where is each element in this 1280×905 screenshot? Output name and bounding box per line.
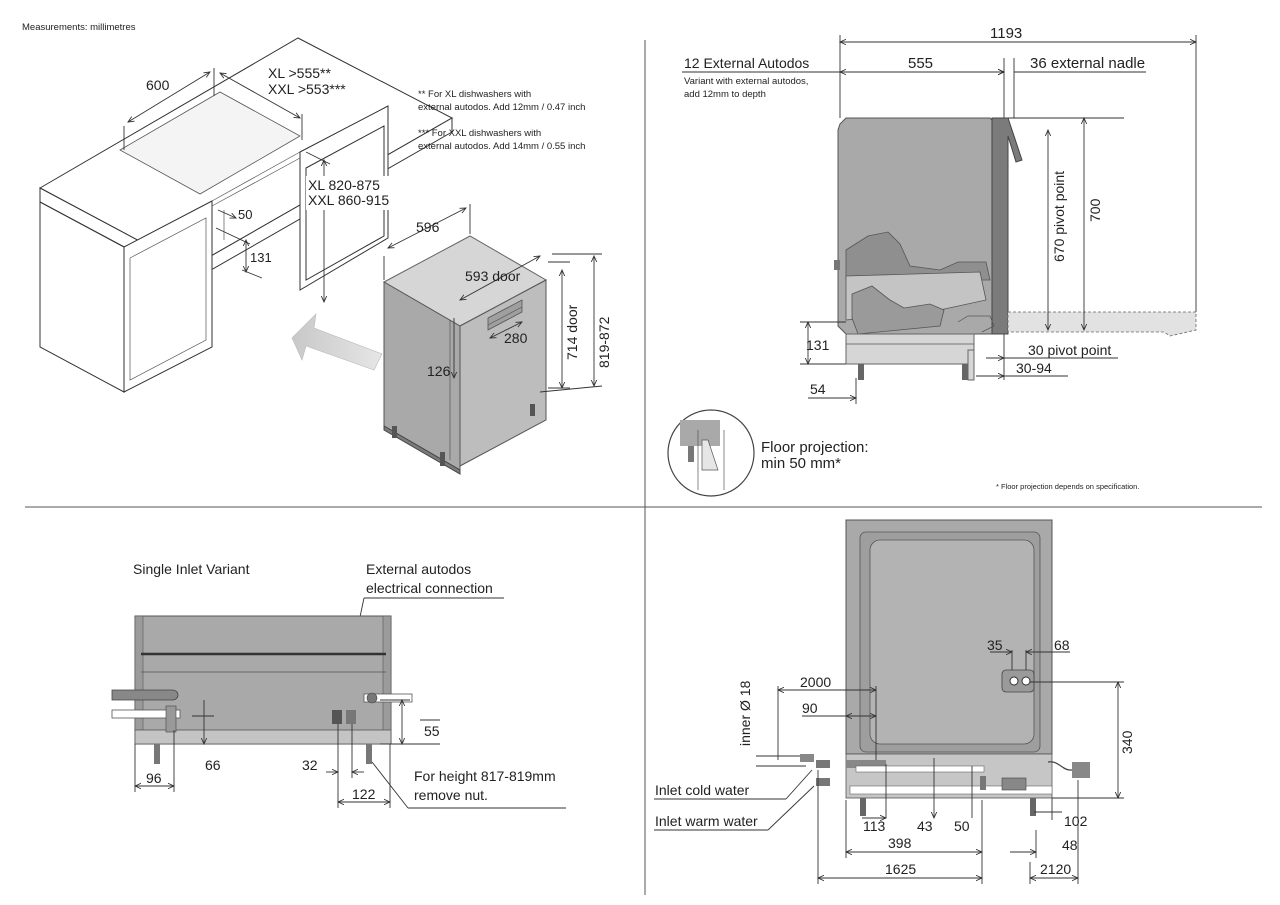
dim-600-label: 600 <box>146 77 170 93</box>
plinth-131-side-label: 131 <box>806 337 830 353</box>
d96-label: 96 <box>146 770 162 786</box>
d55-label: 55 <box>424 723 440 739</box>
width-596-label: 596 <box>416 219 440 235</box>
d1625-label: 1625 <box>885 861 916 877</box>
nut-note-line1: For height 817-819mm <box>414 768 556 784</box>
xxl-note-line1: *** For XXL dishwashers with <box>418 128 541 139</box>
range-30-94-label: 30-94 <box>1016 360 1052 376</box>
inlet-warm-label: Inlet warm water <box>655 813 758 829</box>
offset-126-label: 126 <box>427 363 451 379</box>
depth-1193-label: 1193 <box>990 25 1022 42</box>
dim-bottom-left: 55 66 96 32 122 For height 817-819mm rem… <box>135 700 566 809</box>
autodos-note-2: add 12mm to depth <box>684 89 766 100</box>
d122-label: 122 <box>352 786 376 802</box>
dim-height-xl: XL 820-875 XXL 860-915 <box>305 151 396 302</box>
plinth-131-label: 131 <box>250 250 272 265</box>
d48-label: 48 <box>1062 837 1078 853</box>
xl-note-line2: external autodos. Add 12mm / 0.47 inch <box>418 102 585 113</box>
d35-label: 35 <box>987 637 1003 653</box>
pivot-30-label: 30 pivot point <box>1028 342 1111 358</box>
dim-bottom-right: 35 68 340 2000 90 inner Ø 18 Inlet cold … <box>654 637 1135 884</box>
xl-note-line1: ** For XL dishwashers with <box>418 89 531 100</box>
foot-54-label: 54 <box>810 381 826 397</box>
d90-label: 90 <box>802 700 818 716</box>
d2000-label: 2000 <box>800 674 831 690</box>
floor-projection-line2: min 50 mm* <box>761 455 841 472</box>
back-view <box>845 519 1090 816</box>
autodos-title: 12 External Autodos <box>684 55 809 71</box>
door-714-label: 714 door <box>564 304 580 360</box>
inlet-cold-label: Inlet cold water <box>655 782 749 798</box>
d113-label: 113 <box>863 818 886 834</box>
ext-autodos-line2: electrical connection <box>366 580 493 596</box>
d102-label: 102 <box>1064 813 1088 829</box>
handle-280-label: 280 <box>504 330 528 346</box>
dim-total-depth-1193: 1193 <box>840 25 1196 312</box>
dim-gap-50: 50 131 <box>215 207 272 279</box>
d66-label: 66 <box>205 757 221 773</box>
autodos-note-1: Variant with external autodos, <box>684 76 808 87</box>
d32-label: 32 <box>302 757 318 773</box>
dim-width-600: 600 <box>123 68 215 150</box>
insert-direction-arrow <box>291 313 383 371</box>
xxl-depth-label: XXL >553*** <box>268 81 346 97</box>
dishwasher-side-view <box>834 117 1197 381</box>
d340-label: 340 <box>1119 730 1135 754</box>
external-autodos-note: 12 External Autodos Variant with externa… <box>682 55 840 100</box>
d43-label: 43 <box>917 818 933 834</box>
d50-label: 50 <box>954 818 970 834</box>
dim-depth-555: 555 36 external nadle <box>840 55 1146 118</box>
dim-side-heights: 670 pivot point 700 131 54 30 pivot poin… <box>800 118 1124 404</box>
floor-projection-detail: Floor projection: min 50 mm* * Floor pro… <box>667 409 1139 497</box>
xxl-height-label: XXL 860-915 <box>308 192 389 208</box>
height-700-label: 700 <box>1087 198 1103 222</box>
nut-note-line2: remove nut. <box>414 787 488 803</box>
d2120-label: 2120 <box>1040 861 1071 877</box>
pivot-670-label: 670 pivot point <box>1051 171 1067 262</box>
height-819-872-label: 819-872 <box>596 316 612 368</box>
xl-height-label: XL 820-875 <box>308 177 380 193</box>
gap-50-label: 50 <box>238 207 252 222</box>
door-593-label: 593 door <box>465 268 521 284</box>
floor-projection-footnote: * Floor projection depends on specificat… <box>996 482 1139 491</box>
d68-label: 68 <box>1054 637 1070 653</box>
xxl-note-line2: external autodos. Add 14mm / 0.55 inch <box>418 141 585 152</box>
dim-dishwasher-iso: 596 593 door 714 door 819-872 280 126 <box>383 204 612 393</box>
nadle-36-label: 36 external nadle <box>1030 55 1145 72</box>
depth-555-label: 555 <box>908 55 933 72</box>
dim-depth-xl: XL >555** XXL >553*** <box>220 65 346 140</box>
xl-depth-label: XL >555** <box>268 65 331 81</box>
inner-18-label: inner Ø 18 <box>737 680 753 746</box>
units-note: Measurements: millimetres <box>22 22 136 33</box>
single-inlet-title: Single Inlet Variant <box>133 561 250 577</box>
bottom-view-single-inlet <box>111 615 413 764</box>
d398-label: 398 <box>888 835 912 851</box>
ext-autodos-line1: External autodos <box>366 561 471 577</box>
floor-projection-line1: Floor projection: <box>761 439 869 456</box>
